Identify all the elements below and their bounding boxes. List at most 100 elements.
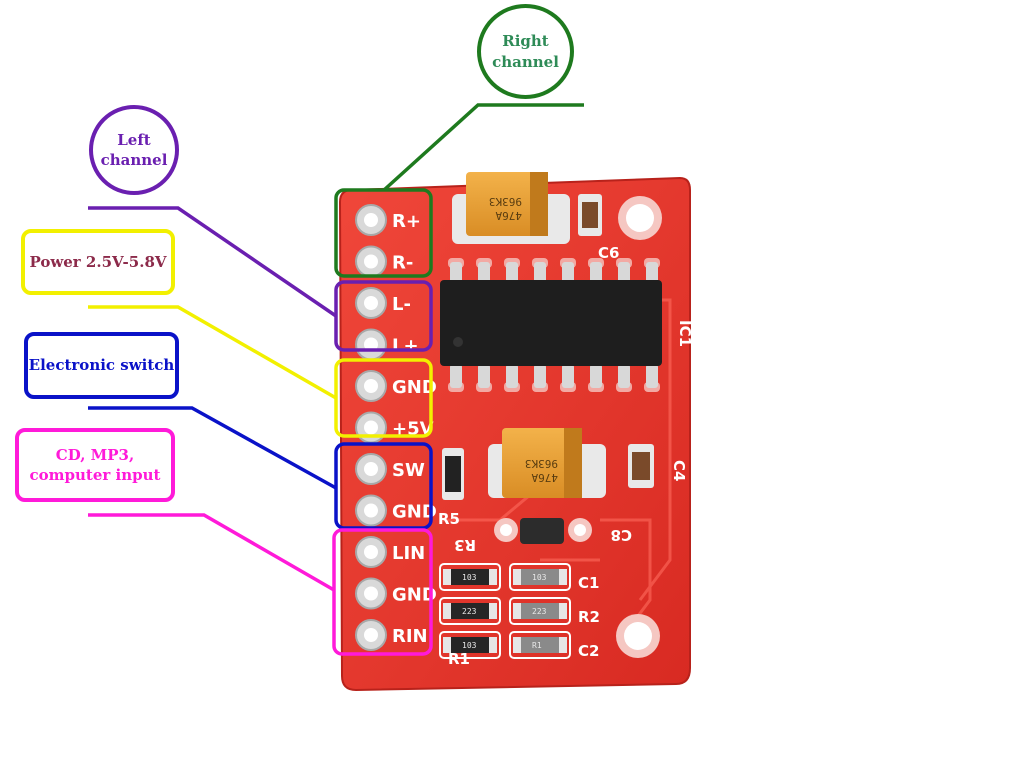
silk-r3: R3 — [454, 536, 476, 554]
pin-label: SW — [392, 460, 425, 481]
smd-marking: 223 — [532, 607, 547, 616]
ic-leg — [646, 262, 658, 284]
header-pad-hole — [364, 503, 378, 518]
header-pad-hole — [364, 379, 378, 393]
pin-label: RIN — [392, 626, 428, 647]
header-pad-hole — [364, 420, 378, 435]
ic-leg — [590, 262, 602, 284]
ic-leg — [534, 364, 546, 388]
ic-leg — [618, 364, 630, 388]
silk-c4: C4 — [670, 460, 688, 481]
ic-leg — [450, 262, 462, 284]
ic-leg — [506, 364, 518, 388]
smd-marking: 103 — [532, 573, 547, 582]
ic-leg — [478, 364, 490, 388]
power-leader-line — [88, 305, 337, 400]
silk-c2: C2 — [578, 642, 599, 660]
header-pad-hole — [364, 545, 378, 559]
silk-c8: C8 — [611, 526, 632, 544]
header-pad-hole — [364, 213, 378, 227]
tantalum-capacitor-top: 476A 963K3 — [452, 172, 570, 244]
left-channel-label: Left channel — [100, 130, 168, 169]
smd-terminal — [559, 603, 567, 619]
ic-leg — [534, 262, 546, 284]
ic-leg — [478, 262, 490, 284]
silk-r5: R5 — [438, 510, 460, 528]
power-callout: Power 2.5V-5.8V — [21, 229, 175, 295]
header-pads — [355, 204, 387, 651]
pin-label: R+ — [392, 211, 421, 232]
right-channel-callout: Right channel — [477, 4, 574, 99]
left-channel-leader-line — [88, 206, 337, 318]
smd-terminal — [489, 603, 497, 619]
ic-leg — [450, 364, 462, 388]
electronic-switch-label: Electronic switch — [28, 356, 175, 375]
cap-bottom-marking-2: 963K3 — [525, 457, 558, 470]
cap-bottom-marking-1: 476A — [531, 471, 558, 484]
ic-leg — [646, 364, 658, 388]
smd-c6 — [578, 194, 602, 236]
mounting-hole-bottom — [616, 614, 660, 658]
pin-label: L+ — [392, 336, 419, 357]
header-pad-hole — [364, 337, 378, 352]
smd-marking: R1 — [532, 641, 542, 650]
ic-leg — [562, 262, 574, 284]
left-channel-callout: Left channel — [89, 105, 179, 195]
smd-outline — [509, 597, 571, 625]
input-callout: CD, MP3, computer input — [15, 428, 175, 502]
smd-outline — [439, 597, 501, 625]
right-channel-leader-line — [382, 103, 584, 192]
header-pad-hole — [364, 296, 378, 310]
smd-body — [448, 603, 492, 619]
smd-terminal — [489, 637, 497, 653]
cap-top-marking-2: 963K3 — [489, 195, 522, 208]
input-leader-line — [88, 513, 335, 592]
header-pad-hole — [364, 254, 378, 269]
silk-ic1: IC1 — [676, 320, 694, 347]
power-label: Power 2.5V-5.8V — [29, 252, 167, 271]
input-label: CD, MP3, computer input — [29, 445, 161, 484]
smd-outline — [439, 631, 501, 659]
tantalum-capacitor-bottom: 476A 963K3 — [488, 428, 606, 498]
pin-label: GND — [392, 585, 437, 606]
smd-terminal — [443, 637, 451, 653]
right-channel-group-outline — [334, 188, 433, 278]
electronic-switch-callout: Electronic switch — [24, 332, 179, 399]
smd-outline — [509, 631, 571, 659]
silk-r2: R2 — [578, 608, 600, 626]
pin-label: R- — [392, 253, 413, 274]
smd-r5 — [442, 448, 464, 500]
ic-leg — [562, 364, 574, 388]
smd-marking: 103 — [462, 573, 477, 582]
electronic-switch-leader-line — [88, 406, 337, 490]
smd-terminal — [513, 569, 521, 585]
smd-terminal — [559, 637, 567, 653]
header-pad-hole — [364, 462, 378, 476]
input-group-outline — [332, 528, 433, 656]
ic-chip — [440, 258, 662, 392]
silk-r1: R1 — [448, 650, 470, 668]
smd-marking: 103 — [462, 641, 477, 650]
smd-terminal — [513, 603, 521, 619]
silk-c6: C6 — [598, 244, 619, 262]
smd-body — [448, 569, 492, 585]
smd-body — [518, 637, 562, 653]
smd-marking: 223 — [462, 607, 477, 616]
smd-terminal — [443, 569, 451, 585]
smd-terminal — [559, 569, 567, 585]
smd-terminal — [513, 637, 521, 653]
ic-leg — [506, 262, 518, 284]
header-pad-hole — [364, 586, 378, 601]
silk-c1: C1 — [578, 574, 599, 592]
pin-label: GND — [392, 502, 437, 523]
mounting-hole-top — [618, 196, 662, 240]
pin-label: GND — [392, 377, 437, 398]
smd-outline — [439, 563, 501, 591]
header-pad-hole — [364, 628, 378, 642]
pin-label: L- — [392, 294, 411, 315]
smd-body — [518, 603, 562, 619]
smd-body — [448, 637, 492, 653]
